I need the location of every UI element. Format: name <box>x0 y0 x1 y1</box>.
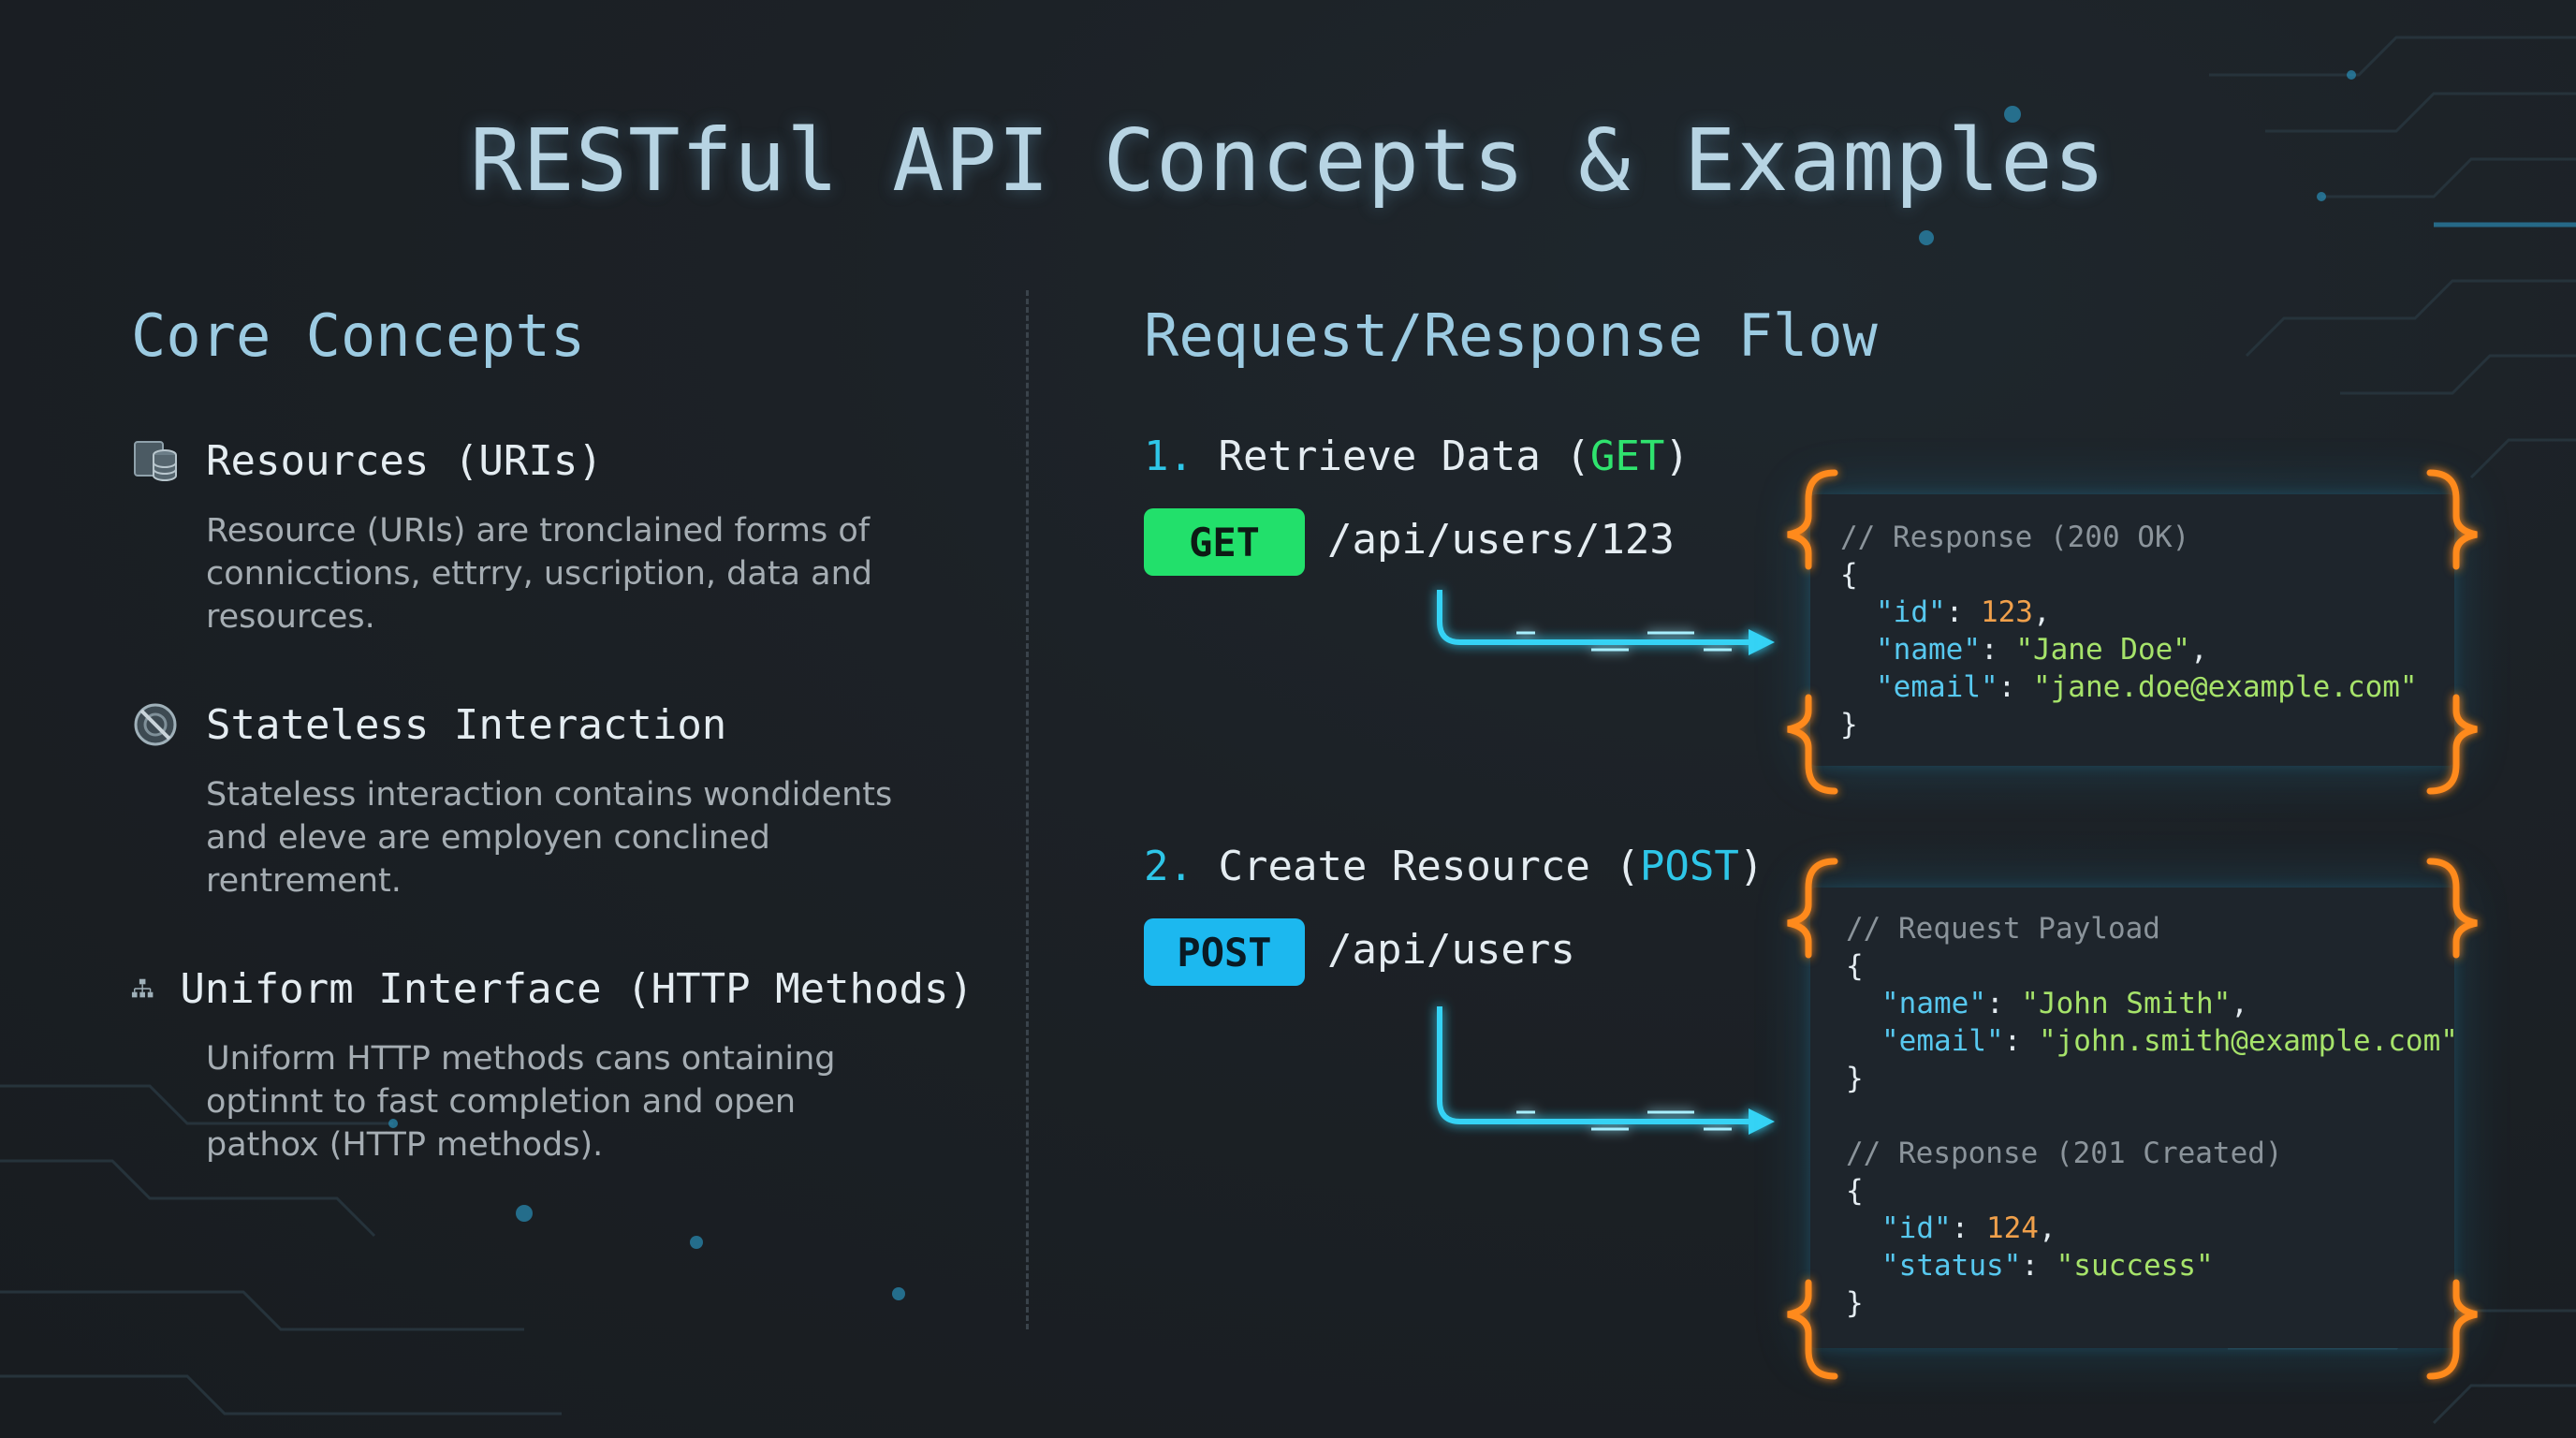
step-label: Retrieve Data <box>1218 433 1541 480</box>
post-codebox <box>1810 888 2454 1348</box>
code-field: "email": "john.smith@example.com" <box>1881 1024 2458 1058</box>
json-key: "id" <box>1876 595 1946 629</box>
concept-title: Stateless Interaction <box>206 700 727 749</box>
step-title-get: 1. Retrieve Data (GET) <box>1144 433 1690 480</box>
code-field: "status": "success" <box>1881 1249 2214 1283</box>
get-method-badge: GET <box>1144 508 1305 576</box>
json-value: "jane.doe@example.com" <box>2032 670 2418 704</box>
code-comment: // Response (201 Created) <box>1846 1137 2283 1170</box>
json-key: "status" <box>1881 1249 2022 1283</box>
code-comment: // Request Payload <box>1846 912 2160 946</box>
json-key: "email" <box>1881 1024 2004 1058</box>
step-number: 1. <box>1144 433 1193 480</box>
concept-title: Resources (URIs) <box>206 436 603 485</box>
code-field: "name": "Jane Doe", <box>1876 633 2208 667</box>
concept-description: Resource (URIs) are tronclained forms of… <box>206 512 872 636</box>
json-value: "success" <box>2056 1249 2214 1283</box>
json-value: "Jane Doe" <box>2015 633 2190 667</box>
concept-title: Uniform Interface (HTTP Methods) <box>180 964 973 1013</box>
hierarchy-icon <box>131 978 154 998</box>
step-method: GET <box>1589 433 1665 480</box>
code-field: "email": "jane.doe@example.com" <box>1876 670 2418 704</box>
column-divider <box>1026 290 1029 1329</box>
database-icon <box>134 441 177 481</box>
json-key: "name" <box>1876 633 1981 667</box>
code-brace-open: { <box>1846 949 1864 983</box>
json-value: 124 <box>1985 1211 2039 1245</box>
json-key: "name" <box>1881 987 1986 1020</box>
code-brace-close: } <box>1846 1062 1864 1095</box>
json-separator: , <box>2231 987 2248 1020</box>
code-brace-close: } <box>1846 1286 1864 1320</box>
flow-heading: Request/Response Flow <box>1144 301 1878 370</box>
concept-resources: Resources (URIs) Resource (URIs) are tro… <box>131 433 973 638</box>
code-field: "id": 123, <box>1876 595 2051 629</box>
step-close-paren: ) <box>1664 433 1690 480</box>
json-key: "id" <box>1881 1211 1952 1245</box>
code-brace-open: { <box>1846 1174 1864 1208</box>
json-value: 123 <box>1980 595 2033 629</box>
json-value: "John Smith" <box>2021 987 2232 1020</box>
step-number: 2. <box>1144 843 1193 890</box>
step-open-paren: ( <box>1615 843 1640 890</box>
json-separator: , <box>2038 1211 2056 1245</box>
code-comment: // Response (200 OK) <box>1840 521 2190 554</box>
page-title: RESTful API Concepts & Examples <box>469 110 2107 211</box>
code-brace-open: { <box>1840 558 1858 592</box>
code-brace-close: } <box>1840 708 1858 741</box>
step-method: POST <box>1639 843 1739 890</box>
json-value: "john.smith@example.com" <box>2038 1024 2458 1058</box>
code-field: "id": 124, <box>1881 1211 2056 1245</box>
post-endpoint: /api/users <box>1327 926 1575 974</box>
post-method-badge: POST <box>1144 918 1305 986</box>
no-session-icon <box>134 703 177 746</box>
concept-uniform-interface: Uniform Interface (HTTP Methods) Uniform… <box>131 961 973 1167</box>
get-endpoint: /api/users/123 <box>1327 516 1675 564</box>
step-open-paren: ( <box>1565 433 1590 480</box>
code-field: "name": "John Smith", <box>1881 987 2248 1020</box>
json-key: "email" <box>1876 670 1998 704</box>
step-title-post: 2. Create Resource (POST) <box>1144 843 1764 890</box>
concept-stateless: Stateless Interaction Stateless interact… <box>131 697 973 902</box>
concept-description: Stateless interaction contains wondident… <box>206 776 893 900</box>
concept-description: Uniform HTTP methods cans ontaining opti… <box>206 1040 836 1164</box>
step-close-paren: ) <box>1738 843 1764 890</box>
step-label: Create Resource <box>1218 843 1590 890</box>
get-response-codebox <box>1810 494 2454 766</box>
json-separator: , <box>2032 595 2051 629</box>
json-separator: , <box>2189 633 2208 667</box>
core-concepts-heading: Core Concepts <box>131 301 586 370</box>
